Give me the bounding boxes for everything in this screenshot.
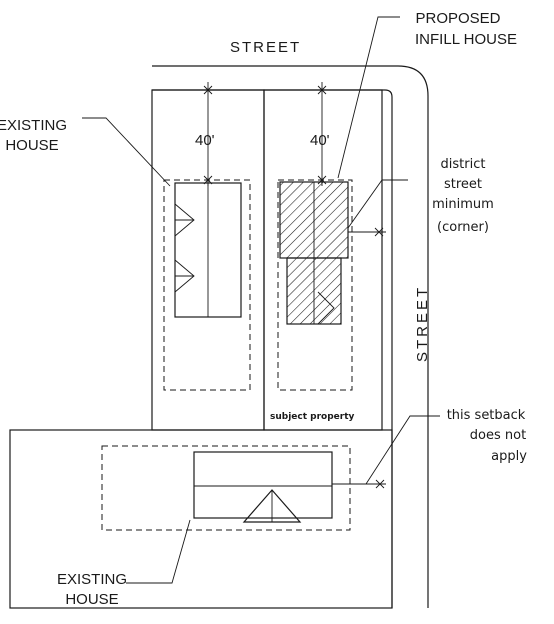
setback-envelope-2 bbox=[101, 445, 351, 531]
district-minimum-label-line1: district bbox=[441, 157, 486, 172]
setback-not-apply-label-line1: this setback bbox=[447, 408, 526, 423]
proposed-infill-house bbox=[279, 181, 349, 325]
street-edge-lines bbox=[152, 65, 429, 608]
existing-house-2-label-line1: EXISTING bbox=[57, 571, 127, 588]
setback-envelopes bbox=[101, 179, 353, 531]
rear-setback-dimension bbox=[332, 479, 386, 489]
setback-dimension-right bbox=[317, 82, 327, 186]
leader-lines bbox=[82, 16, 440, 584]
street-label-top: STREET bbox=[230, 39, 301, 56]
existing-house-1 bbox=[174, 182, 242, 318]
existing-house-2-label-line2: HOUSE bbox=[65, 591, 118, 608]
street-label-right: STREET bbox=[414, 285, 431, 362]
lot-existing-house-2 bbox=[9, 429, 393, 609]
existing-house-2 bbox=[193, 451, 333, 523]
setback-not-apply-label-line2: does not bbox=[470, 428, 526, 443]
setback-not-apply-label-line3: apply bbox=[491, 449, 527, 464]
setback-dimension-left bbox=[203, 82, 213, 186]
existing-house-1-label-line1: EXISTING bbox=[0, 117, 67, 134]
setback-dimension-label-left: 40' bbox=[195, 132, 215, 149]
existing-house-1-label-line2: HOUSE bbox=[5, 137, 58, 154]
setback-dimension-label-right: 40' bbox=[310, 132, 330, 149]
district-minimum-label-line4: (corner) bbox=[437, 220, 489, 235]
district-minimum-label-line2: street bbox=[444, 177, 482, 192]
district-minimum-label-line3: minimum bbox=[432, 197, 494, 212]
proposed-infill-label-line2: INFILL HOUSE bbox=[415, 31, 517, 48]
side-setback-dimension bbox=[348, 227, 386, 237]
setback-envelope-1 bbox=[163, 179, 251, 391]
setback-envelope-subject bbox=[277, 179, 353, 391]
proposed-infill-label-line1: PROPOSED bbox=[415, 10, 500, 27]
subject-property-label: subject property bbox=[270, 412, 355, 422]
